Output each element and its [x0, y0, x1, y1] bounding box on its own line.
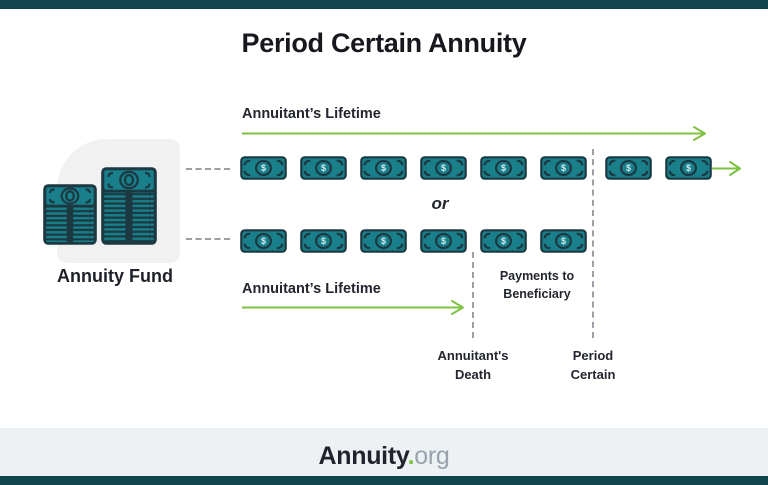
svg-text:$: $	[561, 163, 566, 173]
continuing-payments-arrow	[712, 161, 741, 176]
period-certain-line	[592, 149, 594, 338]
money-stack-icon	[101, 167, 157, 245]
svg-text:$: $	[561, 236, 566, 246]
lifetime-label-bottom: Annuitant’s Lifetime	[242, 281, 381, 297]
dollar-bill-icon: $	[240, 156, 287, 180]
svg-text:$: $	[261, 163, 266, 173]
svg-text:$: $	[321, 236, 326, 246]
dollar-bill-icon: $	[420, 229, 467, 253]
fund-connector-dash-top	[186, 168, 230, 170]
svg-text:$: $	[441, 163, 446, 173]
svg-text:$: $	[501, 163, 506, 173]
dollar-bill-icon: $	[240, 229, 287, 253]
lifetime-arrow-bottom	[242, 300, 464, 315]
lifetime-label-top: Annuitant’s Lifetime	[242, 106, 381, 122]
svg-text:$: $	[686, 163, 691, 173]
dollar-bill-icon: $	[360, 229, 407, 253]
top-accent-bar	[0, 0, 768, 9]
dollar-bill-icon: $	[300, 229, 347, 253]
or-label: or	[431, 194, 449, 213]
dollar-bill-icon: $	[480, 156, 527, 180]
dollar-bill-icon: $	[665, 156, 712, 180]
dollar-bill-icon: $	[300, 156, 347, 180]
svg-text:$: $	[381, 163, 386, 173]
svg-text:$: $	[381, 236, 386, 246]
fund-connector-dash-bottom	[186, 238, 230, 240]
dollar-bill-icon: $	[420, 156, 467, 180]
dollar-bill-icon: $	[540, 156, 587, 180]
svg-text:$: $	[626, 163, 631, 173]
dollar-bill-icon: $	[480, 229, 527, 253]
lifetime-arrow-top	[242, 126, 706, 141]
annuity-org-logo: Annuity.org	[318, 442, 450, 470]
money-stack-icon	[43, 184, 97, 245]
svg-text:$: $	[321, 163, 326, 173]
bottom-accent-bar	[0, 476, 768, 485]
payment-row-lifetime: $ $ $ $ $ $ $ $	[240, 156, 712, 180]
footer: Annuity.org	[0, 428, 768, 485]
payments-to-beneficiary-label: Payments to Beneficiary	[499, 269, 575, 301]
period-certain-label: Period Certain	[570, 348, 616, 382]
annuity-fund-label: Annuity Fund	[57, 266, 173, 286]
dollar-bill-icon: $	[360, 156, 407, 180]
annuitant-death-line	[472, 252, 474, 338]
annuitant-death-label: Annuitant's Death	[437, 348, 509, 382]
svg-text:$: $	[501, 236, 506, 246]
payment-row-period-certain: $ $ $ $ $ $	[240, 229, 587, 253]
dollar-bill-icon: $	[605, 156, 652, 180]
svg-text:$: $	[261, 236, 266, 246]
svg-text:$: $	[441, 236, 446, 246]
page-title: Period Certain Annuity	[241, 28, 527, 58]
dollar-bill-icon: $	[540, 229, 587, 253]
